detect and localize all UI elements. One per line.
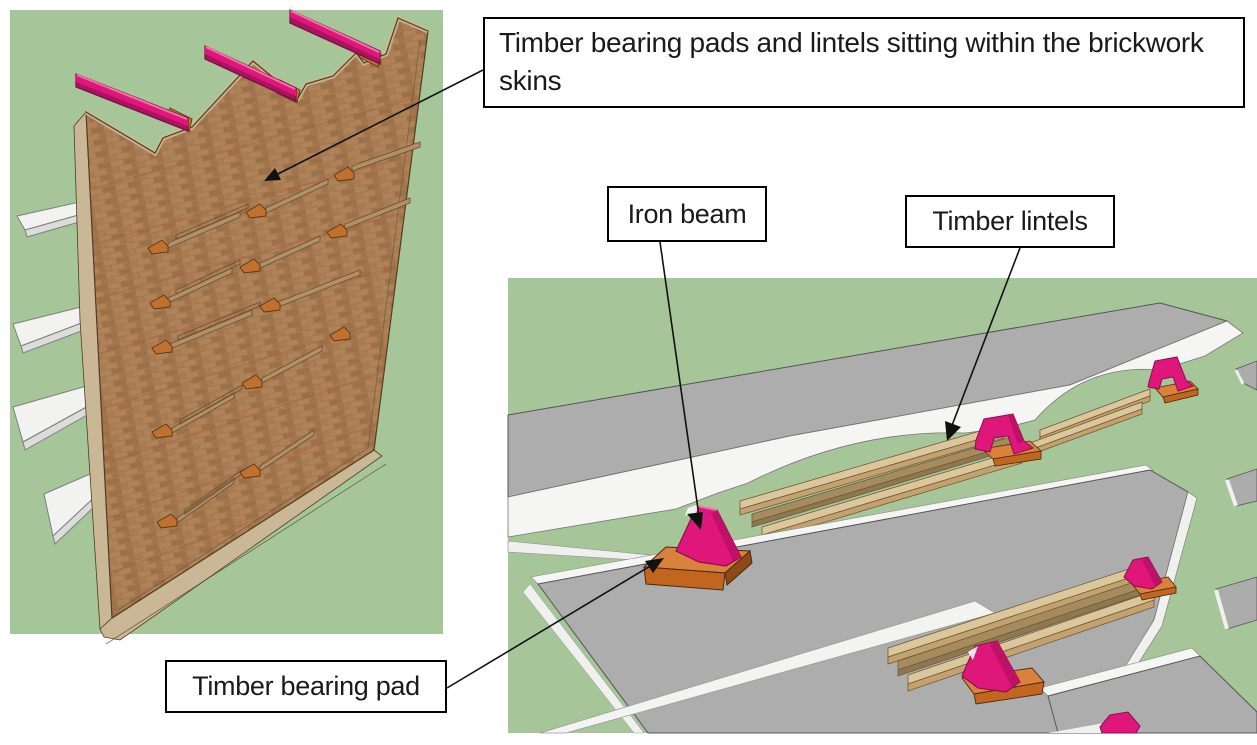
wall-callout-label: Timber bearing pads and lintels sitting … bbox=[483, 17, 1245, 108]
distant-slab-edge-2 bbox=[1225, 468, 1257, 507]
timber-lintels-run-1 bbox=[739, 388, 1151, 542]
leader-arrow-timber-bearing-pad bbox=[446, 558, 664, 689]
wall-lintel-chain-2 bbox=[149, 197, 411, 310]
leader-arrow-wall-callout bbox=[264, 69, 484, 181]
wall-skin-edges bbox=[73, 110, 387, 645]
timber-lintel bbox=[887, 565, 1139, 665]
timber-lintel bbox=[751, 435, 1015, 528]
distant-slab-edge-1 bbox=[1234, 360, 1257, 391]
brick-wall bbox=[84, 14, 429, 620]
timber-bearing-pad-text: Timber bearing pad bbox=[192, 671, 420, 701]
timber-lintels-text: Timber lintels bbox=[932, 206, 1088, 236]
iron-beam-label: Iron beam bbox=[607, 186, 767, 242]
wall-iron-beams bbox=[75, 9, 381, 132]
left-model-panel bbox=[10, 9, 443, 645]
corner-floor-slab bbox=[1039, 647, 1257, 734]
timber-lintel bbox=[1029, 401, 1143, 456]
iron-beam-clamp-5 bbox=[1123, 556, 1177, 601]
lower-floor-slab bbox=[522, 464, 1198, 734]
wall-lintel-chain-3 bbox=[151, 269, 361, 355]
distant-slab-edge-3 bbox=[1214, 576, 1257, 630]
timber-lintels-label: Timber lintels bbox=[905, 195, 1115, 248]
iron-beam-text: Iron beam bbox=[627, 198, 747, 229]
timber-bearing-pad-label: Timber bearing pad bbox=[165, 660, 447, 713]
wall-iron-beam-2 bbox=[204, 45, 297, 102]
wall-iron-beam-3 bbox=[289, 9, 381, 65]
iron-beam-clamp-partial bbox=[1099, 711, 1141, 734]
leader-arrow-timber-lintels bbox=[945, 247, 1021, 441]
leader-arrow-iron-beam bbox=[659, 241, 703, 530]
iron-beam-clamp-2 bbox=[974, 413, 1042, 467]
iron-beam-clamp-4 bbox=[961, 640, 1045, 705]
wall-lintel-chains bbox=[147, 141, 421, 529]
wall-callout-text: Timber bearing pads and lintels sitting … bbox=[499, 27, 1204, 96]
right-model-panel bbox=[507, 278, 1257, 734]
wall-iron-beam-1 bbox=[75, 73, 189, 132]
iron-beam-clamp-3 bbox=[1147, 356, 1199, 404]
leader-arrows bbox=[264, 69, 1021, 689]
wall-lintel-chain-1 bbox=[147, 141, 421, 255]
wall-lintel-chain-5 bbox=[156, 429, 315, 529]
wall-lintel-chain-4 bbox=[151, 326, 351, 439]
